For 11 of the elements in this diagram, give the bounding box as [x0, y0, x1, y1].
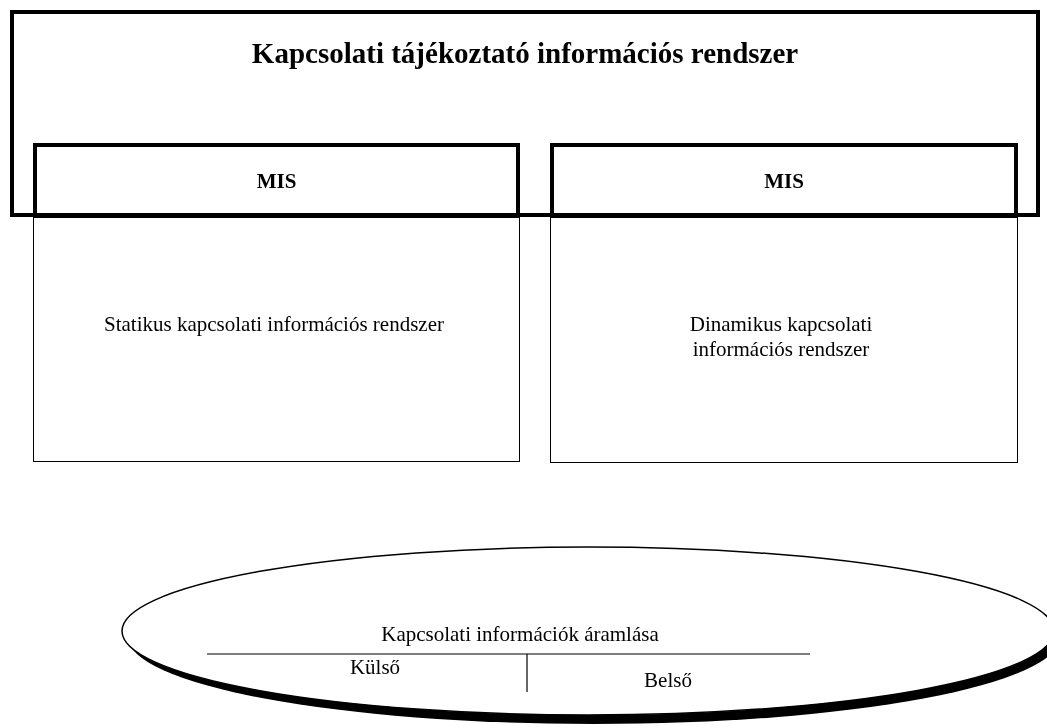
process-box	[33, 217, 520, 462]
column-label: Belső	[643, 668, 693, 694]
system-box	[10, 10, 1040, 217]
header-label: MIS	[763, 169, 805, 195]
box-label: Statikus kapcsolati információs rendszer	[104, 312, 444, 338]
ellipse-heading: Kapcsolati információk áramlása	[380, 622, 660, 648]
column-label: Külső	[348, 655, 402, 681]
header-label: MIS	[255, 169, 298, 195]
title-text: Kapcsolati tájékoztató információs rendszer	[250, 36, 800, 71]
box-label: Dinamikus kapcsolati információs rendszer	[688, 312, 874, 363]
process-box	[550, 217, 1018, 463]
